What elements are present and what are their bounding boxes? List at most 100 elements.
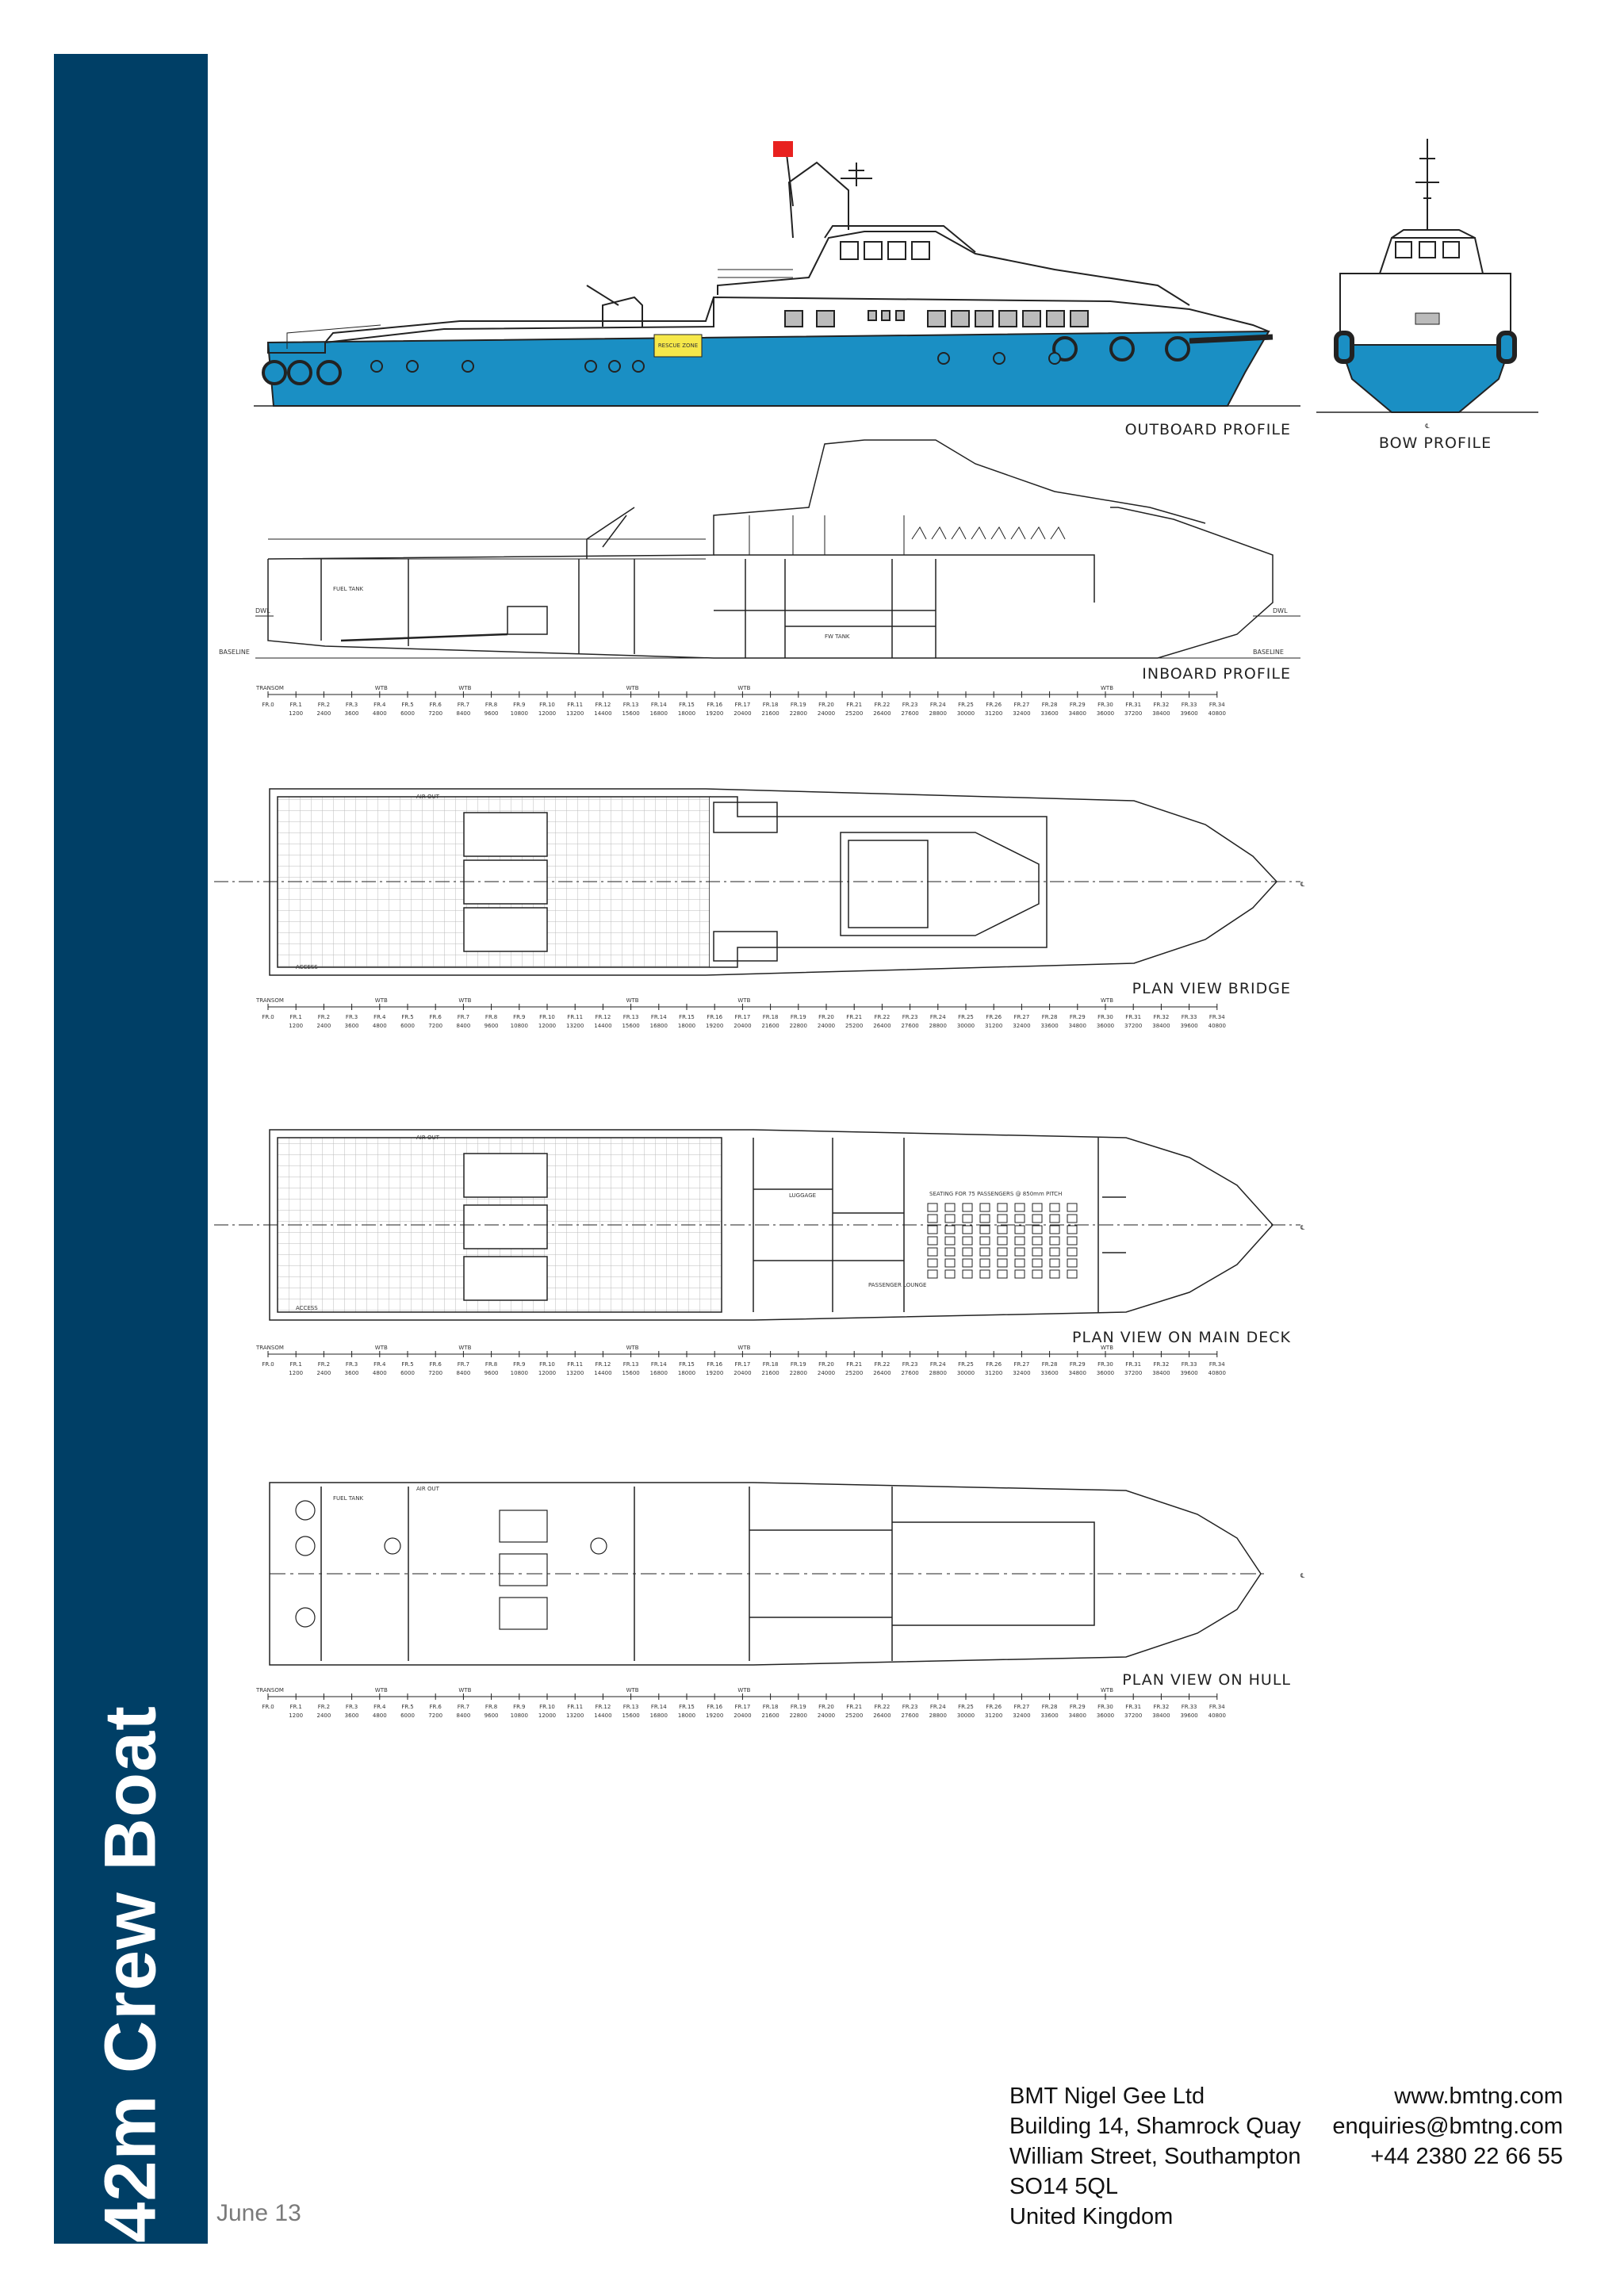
frame-label: FR.2 [318, 702, 330, 708]
frame-label: FR.14 [651, 702, 667, 708]
frame-position: 40800 [1208, 710, 1226, 717]
frame-label: FR.33 [1182, 702, 1197, 708]
frame-label: FR.10 [539, 1361, 555, 1368]
passenger-seat [1014, 1247, 1025, 1257]
passenger-seat [1032, 1269, 1043, 1279]
frame-label: FR.13 [623, 702, 639, 708]
frame-label: FR.22 [875, 1014, 891, 1020]
frame-label: FR.18 [763, 1704, 779, 1710]
frame-label: FR.6 [430, 1361, 442, 1368]
passenger-seat [1049, 1247, 1060, 1257]
frame-position: 12000 [538, 1370, 556, 1376]
frame-label: FR.8 [485, 1361, 497, 1368]
frame-position: 34800 [1069, 1370, 1086, 1376]
wtb-label: WTB [1101, 997, 1113, 1004]
frame-position: 32400 [1013, 1712, 1030, 1719]
frame-position: 25200 [845, 710, 863, 717]
frame-position: 4800 [373, 1370, 387, 1376]
frame-position: 13200 [566, 710, 584, 717]
passenger-seat [944, 1225, 956, 1234]
passenger-seat [927, 1247, 938, 1257]
address-line: Building 14, Shamrock Quay [1009, 2114, 1301, 2139]
frame-position: 27600 [901, 710, 918, 717]
frame-position: 21600 [761, 1370, 779, 1376]
frame-position: 33600 [1040, 710, 1058, 717]
frame-position: 2400 [316, 1023, 331, 1029]
frame-position: 28800 [929, 1712, 947, 1719]
frame-label: FR.15 [679, 1361, 695, 1368]
passenger-seat [997, 1247, 1008, 1257]
passenger-seat [1014, 1236, 1025, 1246]
frame-label: FR.30 [1097, 1014, 1113, 1020]
frame-label: FR.21 [846, 702, 862, 708]
frame-position: 15600 [622, 1370, 639, 1376]
passenger-seat [997, 1225, 1008, 1234]
passenger-seat [1067, 1269, 1078, 1279]
frame-position: 3600 [345, 1712, 359, 1719]
frame-label: FR.18 [763, 1014, 779, 1020]
frame-position: 8400 [456, 1023, 470, 1029]
wtb-label: WTB [1101, 685, 1113, 691]
frame-label: FR.13 [623, 1014, 639, 1020]
wtb-label: WTB [626, 1687, 639, 1693]
frame-label: FR.23 [902, 1704, 918, 1710]
frame-label: FR.21 [846, 1704, 862, 1710]
wtb-label: WTB [375, 685, 388, 691]
frame-position: 32400 [1013, 710, 1030, 717]
frame-label: FR.14 [651, 1014, 667, 1020]
frame-label: FR.12 [596, 1361, 611, 1368]
passenger-seat [962, 1258, 973, 1268]
frame-position: 3600 [345, 710, 359, 717]
passenger-seat [962, 1225, 973, 1234]
passenger-seat [1049, 1258, 1060, 1268]
frame-label: FR.10 [539, 1704, 555, 1710]
frame-label: FR.5 [401, 1704, 413, 1710]
wtb-label: WTB [626, 1345, 639, 1351]
passenger-seat [962, 1269, 973, 1279]
passenger-seat [1014, 1269, 1025, 1279]
frame-position: 13200 [566, 1712, 584, 1719]
wtb-label: WTB [375, 1687, 388, 1693]
frame-label: FR.19 [791, 1361, 806, 1368]
baseline-label-fwd: BASELINE [1253, 649, 1284, 656]
centreline-bridge: ℄ [1300, 881, 1305, 888]
fuel-tank-label-hull: FUEL TANK [333, 1495, 363, 1502]
wtb-label: WTB [375, 1345, 388, 1351]
frame-position: 34800 [1069, 710, 1086, 717]
air-out-label-main: AIR OUT [416, 1135, 440, 1141]
seating-note: SEATING FOR 75 PASSENGERS @ 850mm PITCH [929, 1191, 1062, 1197]
frame-label: FR.28 [1042, 702, 1058, 708]
frame-label: FR.29 [1070, 1014, 1086, 1020]
frame-position: 38400 [1152, 1370, 1170, 1376]
website-link[interactable]: www.bmtng.com [1394, 2084, 1563, 2109]
passenger-seat [927, 1203, 938, 1212]
frame-label: FR.9 [513, 1704, 525, 1710]
frame-position: 6000 [400, 1712, 415, 1719]
passenger-seat [979, 1236, 990, 1246]
frame-position: 19200 [706, 1023, 723, 1029]
frame-label: FR.7 [458, 1014, 469, 1020]
frame-position: 27600 [901, 1370, 918, 1376]
frame-position: 18000 [678, 1712, 695, 1719]
frame-position: 7200 [428, 1023, 442, 1029]
email-link[interactable]: enquiries@bmtng.com [1332, 2114, 1563, 2139]
passenger-seat [927, 1214, 938, 1223]
frame-label: FR.1 [290, 1704, 302, 1710]
passenger-seat [944, 1258, 956, 1268]
frame-position: 26400 [873, 1370, 891, 1376]
frame-position: 27600 [901, 1023, 918, 1029]
passenger-seat [944, 1247, 956, 1257]
plan-view-main-deck [269, 1129, 1274, 1321]
transom-label: TRANSOM [255, 1687, 284, 1693]
passenger-seat [1067, 1236, 1078, 1246]
passenger-seat [1049, 1225, 1060, 1234]
inboard-profile [267, 439, 1274, 659]
frame-label: FR.27 [1014, 1704, 1030, 1710]
frame-position: 39600 [1180, 1370, 1197, 1376]
frame-label: FR.9 [513, 702, 525, 708]
frame-position: 33600 [1040, 1370, 1058, 1376]
frame-label: FR.31 [1125, 1704, 1141, 1710]
frame-label: FR.16 [707, 1014, 722, 1020]
frame-position: 21600 [761, 1023, 779, 1029]
